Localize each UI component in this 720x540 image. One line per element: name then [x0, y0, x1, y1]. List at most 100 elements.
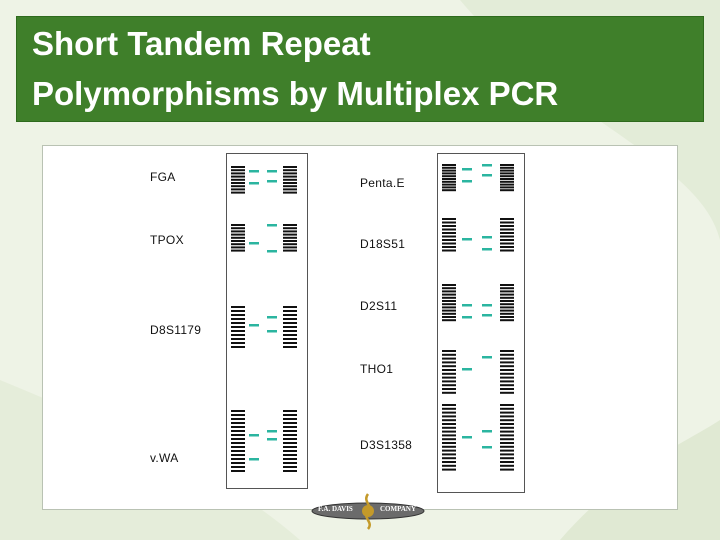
ladder-band	[283, 414, 297, 416]
ladder-band	[231, 418, 245, 420]
ladder-band	[231, 166, 245, 168]
ladder-band	[283, 310, 297, 312]
locus-label-fga: FGA	[150, 170, 176, 184]
ladder-band	[500, 350, 514, 352]
allele-band	[462, 316, 472, 319]
ladder-band	[231, 330, 245, 332]
ladder-band	[500, 442, 514, 444]
ladder-band	[231, 322, 245, 324]
ladder-band	[442, 300, 456, 302]
allele-band	[462, 168, 472, 171]
ladder-band	[442, 353, 456, 356]
ladder-band	[442, 442, 456, 444]
ladder-band	[283, 454, 297, 456]
ladder-band	[283, 178, 297, 181]
allele-band	[267, 170, 277, 173]
ladder-band	[442, 218, 456, 220]
ladder-band	[283, 326, 297, 328]
ladder-band	[500, 404, 514, 406]
ladder-band	[442, 183, 456, 186]
ladder-band	[442, 180, 456, 183]
ladder-band	[500, 411, 514, 414]
ladder-band	[442, 365, 456, 368]
ladder-band	[442, 404, 456, 406]
title-bar: Short Tandem Repeat Polymorphisms by Mul…	[16, 16, 704, 122]
ladder-band	[442, 430, 456, 433]
ladder-band	[283, 466, 297, 468]
ladder-band	[500, 391, 514, 394]
ladder-band	[283, 410, 297, 412]
gel-right	[437, 153, 525, 493]
ladder-band	[231, 240, 245, 242]
ladder-band	[442, 164, 456, 166]
ladder-band	[442, 376, 456, 379]
ladder-band	[500, 388, 514, 390]
ladder-band	[442, 303, 456, 306]
ladder-band	[500, 312, 514, 315]
ladder-band	[231, 426, 245, 428]
ladder-band	[442, 411, 456, 414]
locus-label-d8s1179: D8S1179	[150, 323, 202, 337]
ladder-band	[283, 169, 297, 172]
ladder-band	[231, 191, 245, 194]
allele-band	[267, 316, 277, 319]
gel-left	[226, 153, 308, 489]
ladder-band	[231, 310, 245, 312]
title-line-2: Polymorphisms by Multiplex PCR	[32, 75, 559, 112]
ladder-band	[442, 372, 456, 375]
ladder-band	[500, 430, 514, 433]
ladder-band	[283, 243, 297, 246]
locus-label-pentae: Penta.E	[360, 176, 405, 190]
ladder-band	[231, 346, 245, 348]
ladder-band	[231, 438, 245, 440]
ladder-band	[231, 224, 245, 226]
ladder-band	[500, 380, 514, 383]
ladder-band	[283, 236, 297, 239]
ladder-band	[283, 430, 297, 432]
ladder-band	[442, 457, 456, 460]
ladder-band	[500, 246, 514, 248]
ladder-band	[283, 446, 297, 448]
ladder-band	[231, 188, 245, 191]
ladder-band	[442, 445, 456, 448]
gel-right-bands	[442, 164, 514, 471]
ladder-band	[231, 233, 245, 236]
ladder-band	[231, 410, 245, 412]
ladder-band	[442, 293, 456, 296]
allele-band	[249, 242, 259, 245]
allele-band	[267, 180, 277, 183]
ladder-band	[283, 434, 297, 436]
ladder-band	[500, 242, 514, 245]
ladder-band	[283, 470, 297, 472]
ladder-band	[442, 246, 456, 248]
allele-band	[267, 250, 277, 253]
ladder-band	[231, 318, 245, 320]
ladder-band	[500, 449, 514, 452]
allele-band	[482, 356, 492, 359]
ladder-band	[283, 240, 297, 242]
title-line-1: Short Tandem Repeat	[32, 25, 371, 62]
ladder-band	[283, 450, 297, 452]
ladder-band	[442, 166, 456, 169]
allele-band	[249, 324, 259, 327]
ladder-band	[283, 224, 297, 226]
ladder-band	[442, 380, 456, 383]
gel-left-bands	[231, 166, 297, 472]
allele-band	[482, 174, 492, 177]
ladder-band	[500, 376, 514, 379]
ladder-band	[231, 175, 245, 178]
ladder-band	[500, 172, 514, 175]
ladder-band	[283, 458, 297, 460]
ladder-band	[283, 438, 297, 440]
ladder-band	[500, 445, 514, 448]
ladder-band	[231, 246, 245, 249]
ladder-band	[442, 169, 456, 172]
ladder-band	[283, 306, 297, 308]
allele-band	[462, 180, 472, 183]
ladder-band	[500, 407, 514, 410]
ladder-band	[500, 464, 514, 467]
ladder-band	[500, 290, 514, 293]
ladder-band	[500, 303, 514, 306]
ladder-band	[500, 186, 514, 189]
ladder-band	[500, 372, 514, 375]
